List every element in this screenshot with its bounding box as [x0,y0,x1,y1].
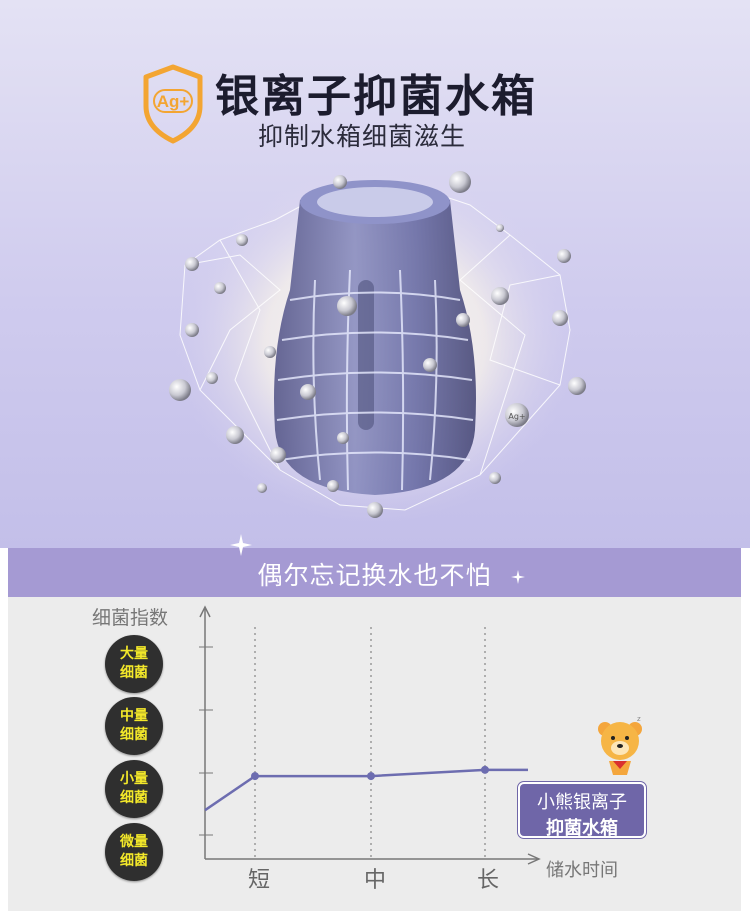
x-tick-short: 短 [248,868,271,893]
data-point [481,765,489,774]
x-axis-arrow [527,853,541,865]
level-medium: 中量细菌 [105,697,163,755]
bacteria-chart: 细菌指数 储水时间 大量细菌 中量细菌 小量细菌 微量细菌 短 中 长 z 小熊… [8,597,741,911]
water-tank-illustration: Ag+ [169,170,586,530]
sparkle-icon [511,570,525,584]
x-tick-mid: 中 [364,868,387,893]
x-tick-long: 长 [477,868,500,893]
chart-plot [199,605,541,865]
hero-section: Ag+ 银离子抑菌水箱 抑制水箱细菌滋生 [0,0,750,548]
data-point [251,772,259,781]
ag-shield-icon: Ag+ [143,64,203,144]
banner: 偶尔忘记换水也不怕 [8,534,741,597]
ag-particles [169,171,586,518]
callout-line1: 小熊银离子 [537,792,627,813]
sparkle-icon [230,534,252,556]
y-axis-arrow [199,605,211,618]
y-axis-title: 细菌指数 [92,607,169,629]
callout-line2: 抑菌水箱 [546,818,618,839]
banner-text: 偶尔忘记换水也不怕 [257,561,492,590]
level-small: 小量细菌 [105,760,163,818]
level-large: 大量细菌 [105,635,163,693]
data-point [367,772,375,781]
product-callout: 小熊银离子 抑菌水箱 [518,782,646,839]
hero-title: 银离子抑菌水箱 [215,71,537,122]
level-trace: 微量细菌 [105,823,163,881]
x-axis-title: 储水时间 [546,860,618,881]
bear-mascot-icon: z [598,715,642,775]
hero-subtitle: 抑制水箱细菌滋生 [258,122,467,151]
svg-text:z: z [637,715,641,723]
badge-text: Ag+ [157,92,190,111]
particle-label: Ag+ [508,412,525,421]
